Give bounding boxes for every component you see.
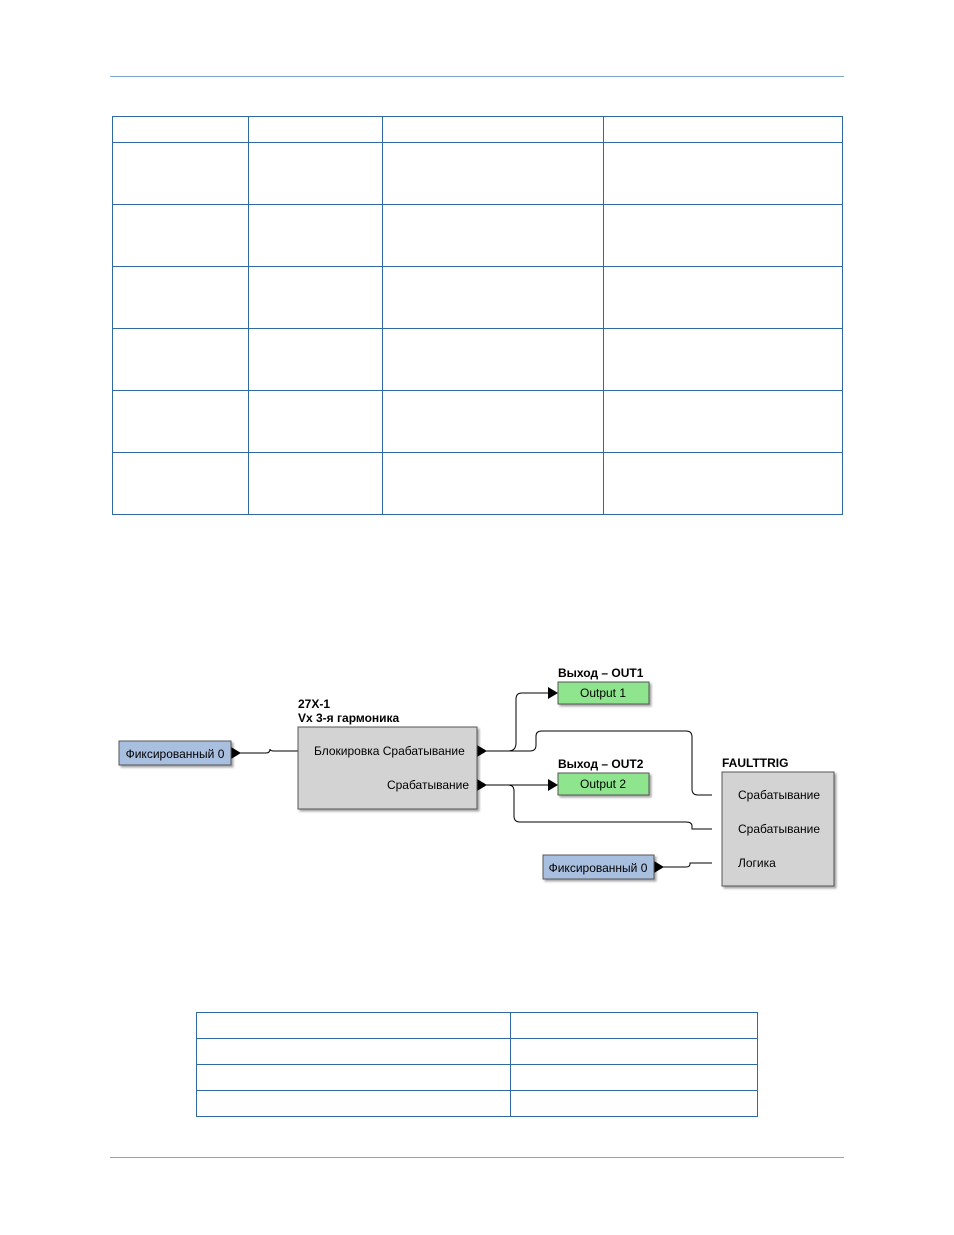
table-cell	[603, 204, 843, 267]
out1-title: Выход – OUT1	[558, 666, 644, 680]
table-cell	[510, 1090, 758, 1117]
faulttrig-input-1-label: Срабатывание	[738, 788, 820, 802]
wire-fixed-right-to-logic	[662, 862, 712, 868]
settings-table	[112, 116, 843, 515]
faulttrig-input-2-label: Срабатывание	[738, 822, 820, 836]
fixed-zero-left-box[interactable]	[118, 740, 232, 766]
arrow-fixed-right-out	[654, 861, 664, 873]
table-cell	[112, 266, 249, 329]
arrow-out1-input	[548, 687, 558, 699]
block-faulttrig[interactable]: FAULTTRIG Срабатывание Срабатывание Логи…	[721, 756, 835, 887]
arrow-fixed-left-out	[231, 747, 241, 759]
table-cell	[510, 1064, 758, 1091]
table-row	[196, 1090, 758, 1117]
table-cell	[382, 452, 604, 515]
out2-box-label: Output 2	[580, 777, 626, 791]
table-cell	[196, 1064, 511, 1091]
table-row	[112, 390, 843, 453]
faulttrig-box[interactable]	[721, 771, 835, 887]
table-cell	[603, 142, 843, 205]
out2-title: Выход – OUT2	[558, 757, 644, 771]
fixed-zero-left-label: Фиксированный 0	[126, 747, 225, 761]
table-header-row	[112, 116, 843, 143]
table-cell	[603, 452, 843, 515]
table-cell	[112, 452, 249, 515]
out2-box[interactable]	[557, 772, 650, 796]
wire-trip-to-faulttrig-2	[486, 784, 712, 830]
header-rule	[110, 76, 844, 77]
fixed-zero-right-box[interactable]	[542, 854, 655, 880]
block-27x-input-label: Блокировка Срабатывание	[314, 744, 465, 758]
output-out1[interactable]: Выход – OUT1 Output 1	[557, 666, 650, 705]
table-cell	[248, 266, 383, 329]
block-27x-1[interactable]: 27X-1 Vx 3-я гармоника Блокировка Срабат…	[297, 697, 478, 810]
table-cell	[112, 204, 249, 267]
wire-fixed-to-block-input	[240, 748, 298, 754]
table-cell	[603, 116, 843, 143]
fixed-zero-right-label: Фиксированный 0	[549, 861, 648, 875]
fixed-zero-right[interactable]: Фиксированный 0	[542, 854, 655, 880]
table-cell	[603, 390, 843, 453]
block-27x-box[interactable]	[297, 726, 478, 810]
table-row	[112, 204, 843, 267]
table-cell	[382, 142, 604, 205]
table-row	[112, 452, 843, 515]
table-cell	[382, 266, 604, 329]
table-cell	[510, 1012, 758, 1039]
logic-table	[196, 1012, 758, 1117]
table-cell	[382, 328, 604, 391]
out1-box[interactable]	[557, 681, 650, 705]
faulttrig-input-3-label: Логика	[738, 856, 776, 870]
table-row	[196, 1064, 758, 1091]
output-out2[interactable]: Выход – OUT2 Output 2	[557, 757, 650, 796]
faulttrig-title: FAULTTRIG	[722, 756, 788, 770]
table-cell	[196, 1090, 511, 1117]
footer-rule	[110, 1157, 844, 1158]
arrow-block-output-1	[477, 745, 487, 757]
wire-block-to-faulttrig-1	[486, 730, 712, 796]
table-row	[196, 1012, 758, 1039]
wire-block-to-out1	[486, 692, 548, 752]
table-row	[196, 1038, 758, 1065]
block-27x-subtitle: Vx 3-я гармоника	[298, 711, 400, 725]
block-27x-output-label: Срабатывание	[387, 778, 469, 792]
out1-box-label: Output 1	[580, 686, 626, 700]
table-cell	[196, 1038, 511, 1065]
table-cell	[603, 266, 843, 329]
arrow-block-output-2	[477, 779, 487, 791]
fixed-zero-left[interactable]: Фиксированный 0	[118, 740, 232, 766]
arrow-out2-input	[548, 779, 558, 791]
table-cell	[510, 1038, 758, 1065]
table-row	[112, 266, 843, 329]
table-cell	[196, 1012, 511, 1039]
wires	[240, 692, 712, 868]
block-27x-title: 27X-1	[298, 697, 330, 711]
table-cell	[248, 452, 383, 515]
table-cell	[382, 204, 604, 267]
